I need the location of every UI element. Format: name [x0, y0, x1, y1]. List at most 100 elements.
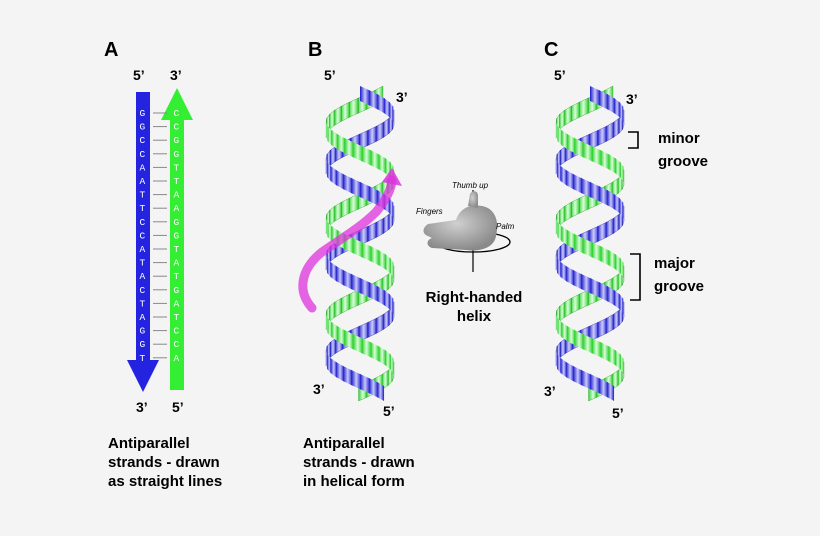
green-helix-segment [348, 193, 359, 214]
blue-helix-segment [559, 337, 567, 359]
blue-helix-segment [326, 158, 328, 178]
green-helix-segment [378, 154, 386, 174]
base-left: G [140, 326, 146, 337]
base-left: T [140, 190, 146, 201]
green-helix-segment [348, 289, 359, 310]
panel-b-caption-line-2: strands - drawn [303, 454, 415, 471]
blue-helix-segment [351, 370, 362, 390]
minor-groove-bracket [628, 131, 639, 149]
blue-helix-segment [619, 198, 624, 218]
base-right: T [174, 312, 180, 323]
base-right: G [174, 217, 180, 228]
green-helix-segment [559, 301, 566, 323]
minor-groove-label-2: groove [658, 153, 708, 170]
green-helix-segment [329, 205, 336, 227]
blue-helix-segment [607, 382, 615, 401]
green-helix-segment [337, 134, 346, 154]
green-helix-segment [337, 326, 346, 346]
base-right: G [174, 285, 180, 296]
blue-helix-segment [375, 121, 385, 142]
green-helix-segment [563, 105, 572, 126]
panel-c-top-right-label: 3’ [626, 91, 638, 107]
blue-helix-segment [597, 125, 608, 146]
green-helix-segment [348, 97, 359, 118]
blue-helix-segment [329, 337, 337, 359]
green-helix-segment [333, 297, 342, 318]
green-helix-segment [327, 318, 333, 338]
blue-helix-segment [389, 198, 394, 218]
blue-helix-segment [612, 309, 620, 330]
green-helix-segment [327, 222, 333, 242]
panel-b-letter: B [308, 39, 322, 61]
blue-helix-segment [581, 370, 592, 390]
base-right: A [174, 258, 180, 269]
blue-helix-segment [389, 102, 394, 122]
green-helix-segment [556, 122, 559, 142]
green-helix-segment [361, 146, 372, 166]
thumb-up-label: Thumb up [452, 181, 489, 190]
green-helix-segment [331, 322, 339, 342]
blue-helix-segment [598, 186, 609, 206]
green-helix-segment [567, 326, 576, 346]
blue-strand-arrow [127, 92, 159, 392]
blue-helix-segment [573, 270, 583, 290]
green-helix-segment [556, 218, 559, 238]
green-helix-segment [591, 338, 602, 358]
green-helix-segment [615, 254, 621, 274]
green-helix-segment [557, 222, 563, 242]
blue-helix-segment [335, 362, 345, 382]
base-left: G [140, 122, 146, 133]
green-helix-segment [378, 250, 386, 270]
blue-helix-segment [335, 170, 345, 190]
base-left: C [140, 149, 146, 160]
green-helix-segment [340, 101, 350, 122]
palm-label: Palm [496, 222, 515, 231]
blue-helix-segment [560, 358, 567, 378]
blue-helix-segment [619, 102, 624, 122]
blue-helix-segment [330, 262, 337, 282]
green-helix-segment [326, 218, 329, 238]
blue-helix-segment [605, 217, 615, 238]
blue-helix-segment [343, 174, 353, 194]
panel-b: B 5’ 3’ 3’ 5’ Thumb up Fingers Palm Righ… [298, 39, 522, 419]
blue-helix-segment [335, 266, 345, 286]
blue-helix-segment [375, 217, 385, 238]
green-helix-segment [557, 318, 563, 338]
blue-helix-segment [573, 174, 583, 194]
base-right: G [174, 149, 180, 160]
blue-helix-segment [389, 294, 394, 314]
base-left: A [140, 244, 146, 255]
blue-helix-segment [614, 290, 621, 310]
blue-helix-segment [556, 350, 558, 370]
green-helix-segment [378, 346, 386, 366]
blue-helix-segment [614, 194, 621, 214]
base-left: C [140, 285, 146, 296]
major-groove-bracket [630, 253, 641, 301]
base-right: T [174, 162, 180, 173]
blue-helix-segment [384, 98, 391, 118]
green-helix-segment [570, 101, 580, 122]
green-helix-segment [578, 193, 589, 214]
blue-helix-segment [573, 366, 583, 386]
blue-helix-segment [557, 258, 562, 278]
green-helix-segment [578, 97, 589, 118]
base-right: C [174, 122, 180, 133]
base-left: C [140, 217, 146, 228]
blue-helix-segment [327, 354, 332, 374]
green-helix-segment [340, 197, 350, 218]
blue-helix-segment [590, 278, 601, 298]
green-helix-segment [557, 126, 563, 146]
green-helix-segment [327, 126, 333, 146]
panel-a-top-right-label: 3’ [170, 67, 182, 83]
green-helix-segment [570, 293, 580, 314]
green-helix-segment [574, 234, 584, 254]
green-helix-segment [556, 314, 559, 334]
blue-helix-segment [598, 282, 609, 302]
blue-helix-segment [605, 313, 615, 334]
panel-c: C 5’ 3’ 3’ 5’ minor groove major groove [544, 39, 708, 421]
fingers-label: Fingers [416, 207, 443, 216]
blue-helix-segment [590, 86, 601, 106]
base-left: A [140, 312, 146, 323]
green-helix-segment [574, 330, 584, 350]
